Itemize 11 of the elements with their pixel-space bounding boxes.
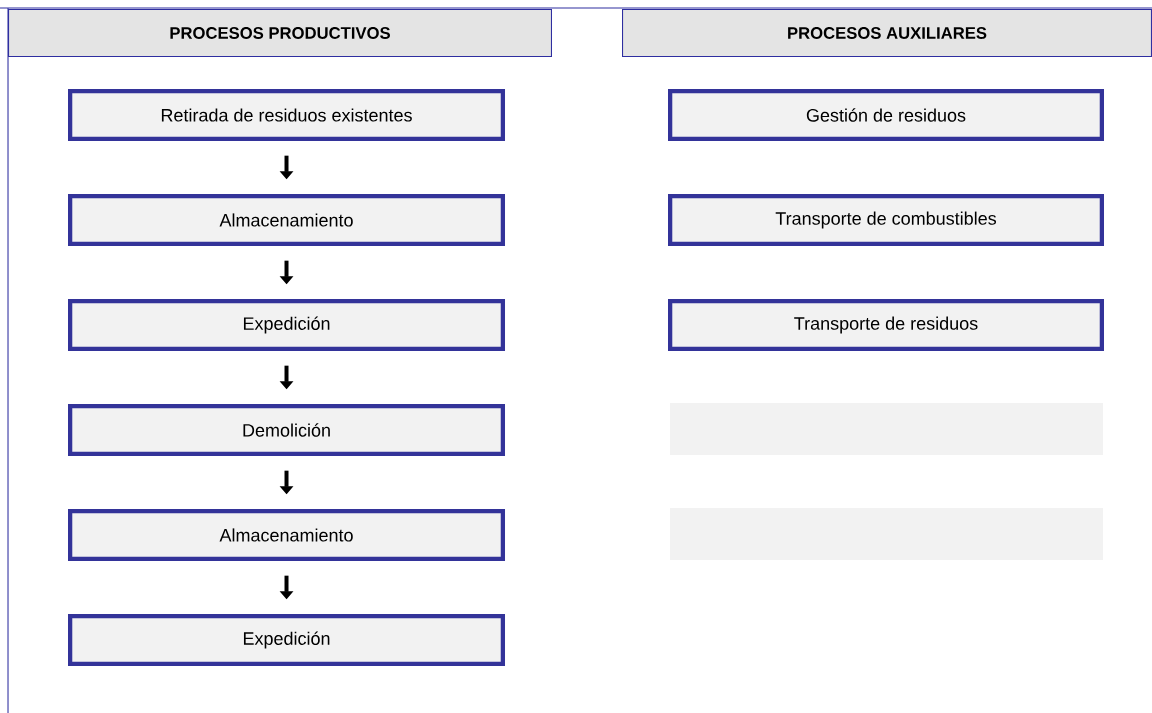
process-box: Transporte de residuos bbox=[668, 299, 1104, 351]
process-box: Expedición bbox=[68, 299, 505, 351]
process-box: Gestión de residuos bbox=[668, 89, 1104, 141]
column-header: PROCESOS AUXILIARES bbox=[622, 9, 1152, 57]
process-box: Expedición bbox=[68, 614, 505, 666]
process-box: Transporte de combustibles bbox=[668, 194, 1104, 246]
process-box: Almacenamiento bbox=[68, 509, 505, 561]
column-header: PROCESOS PRODUCTIVOS bbox=[8, 9, 552, 57]
process-box: Demolición bbox=[68, 404, 505, 456]
process-box: Almacenamiento bbox=[68, 194, 505, 246]
process-box: Retirada de residuos existentes bbox=[68, 89, 505, 141]
